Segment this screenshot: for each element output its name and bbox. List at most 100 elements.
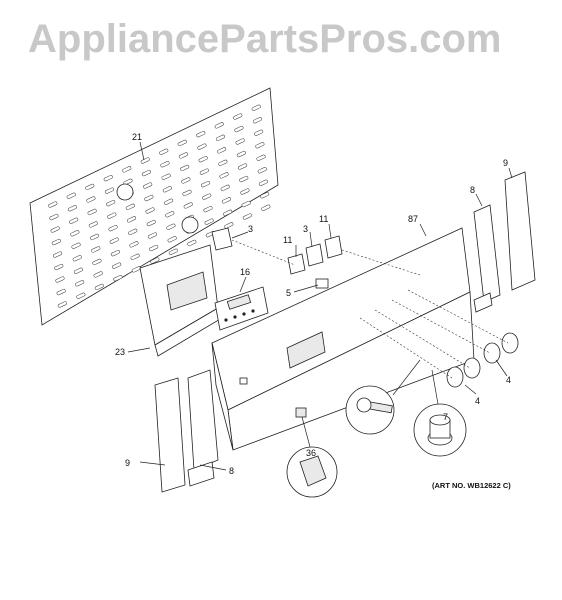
panel-slot <box>242 213 252 220</box>
callout-7: 7 <box>443 412 448 422</box>
callout-9-left: 9 <box>125 458 130 468</box>
panel-slot <box>252 117 262 124</box>
part-5-connector <box>315 278 329 289</box>
panel-slot <box>144 194 154 202</box>
part-3-switch-a <box>211 227 233 251</box>
callout-3-b: 3 <box>303 224 308 234</box>
panel-slot <box>223 209 233 216</box>
panel-slot <box>258 179 268 186</box>
panel-slot <box>71 242 81 249</box>
panel-slot <box>146 219 156 227</box>
panel-slot <box>57 301 67 308</box>
panel-slot <box>167 236 177 243</box>
panel-slot <box>76 292 86 299</box>
panel-slot <box>204 218 214 225</box>
part-23-side-bracket <box>139 244 223 357</box>
panel-slot <box>180 164 190 172</box>
leader-lines <box>127 141 513 471</box>
panel-slot <box>201 181 211 188</box>
panel-slot <box>240 188 250 195</box>
panel-slot <box>183 202 193 209</box>
callout-8-left: 8 <box>229 466 234 476</box>
panel-slot <box>256 154 266 161</box>
panel-slot <box>182 189 192 197</box>
panel-slot <box>255 142 265 149</box>
panel-slot <box>50 226 60 233</box>
callout-3-a: 3 <box>248 224 253 234</box>
panel-slot <box>75 280 85 287</box>
callout-23: 23 <box>115 347 125 357</box>
part-36-detail <box>286 416 338 498</box>
panel-slot <box>215 134 225 141</box>
callout-4-right: 4 <box>506 375 511 385</box>
callout-16: 16 <box>240 267 250 277</box>
panel-slot <box>197 143 207 150</box>
part-8-left-bracket <box>187 369 219 487</box>
panel-slot <box>127 216 137 223</box>
panel-slot <box>69 217 79 224</box>
panel-slot <box>145 207 155 214</box>
panel-slot <box>103 175 113 182</box>
part-8-right-bracket <box>473 204 501 313</box>
panel-slot <box>90 233 100 241</box>
callout-5: 5 <box>286 288 291 298</box>
panel-slot <box>164 198 174 205</box>
panel-slot <box>160 161 170 168</box>
part-16-control-board <box>214 286 269 331</box>
panel-slot <box>260 192 270 199</box>
part-9-left-endcap <box>154 377 186 493</box>
panel-slot <box>130 253 140 260</box>
panel-slot <box>261 204 271 211</box>
callout-9-right: 9 <box>503 158 508 168</box>
panel-slot <box>233 113 243 120</box>
panel-slot <box>85 183 95 191</box>
panel-slot <box>128 228 138 235</box>
panel-slot <box>86 196 96 203</box>
panel-slot <box>66 192 76 199</box>
callout-11-b: 11 <box>319 214 328 224</box>
panel-slot <box>67 205 77 212</box>
callout-11-a: 11 <box>283 235 292 245</box>
panel-slot <box>147 232 157 239</box>
panel-slot <box>159 148 169 155</box>
panel-slot <box>257 167 267 174</box>
panel-slot <box>238 163 248 170</box>
panel-slot <box>143 182 153 189</box>
panel-slot <box>224 222 234 229</box>
panel-slot <box>217 147 227 154</box>
panel-slot <box>168 248 178 255</box>
panel-slot <box>70 230 80 237</box>
part-21-back-panel <box>29 87 279 326</box>
panel-slot <box>113 275 123 282</box>
part-3-switch-b <box>305 243 324 267</box>
part-87-control-panel <box>211 227 475 451</box>
panel-slot <box>87 208 97 216</box>
panel-slot <box>202 193 212 200</box>
panel-slot <box>219 172 229 179</box>
panel-slot <box>107 212 117 219</box>
panel-slot <box>141 169 151 177</box>
panel-slot <box>55 276 65 283</box>
panel-slot <box>236 150 246 158</box>
panel-slot <box>73 267 83 274</box>
panel-slot <box>161 173 171 180</box>
watermark-text: AppliancePartsPros.com <box>28 17 502 61</box>
panel-slot <box>110 250 120 257</box>
panel-slot <box>129 241 139 248</box>
panel-slot <box>203 206 213 213</box>
panel-slot <box>149 244 159 252</box>
panel-slot <box>199 168 209 175</box>
panel-slot <box>241 200 251 208</box>
panel-slot <box>122 166 132 173</box>
panel-slot <box>196 131 206 138</box>
panel-slot <box>49 213 59 221</box>
panel-slot <box>91 246 101 253</box>
panel-slot <box>181 177 191 184</box>
panel-slot <box>51 238 61 246</box>
panel-slot <box>251 104 261 111</box>
callout-87: 87 <box>408 214 418 224</box>
panel-slot <box>187 239 197 247</box>
panel-slot <box>254 129 264 136</box>
part-11-switch-a <box>287 253 306 275</box>
